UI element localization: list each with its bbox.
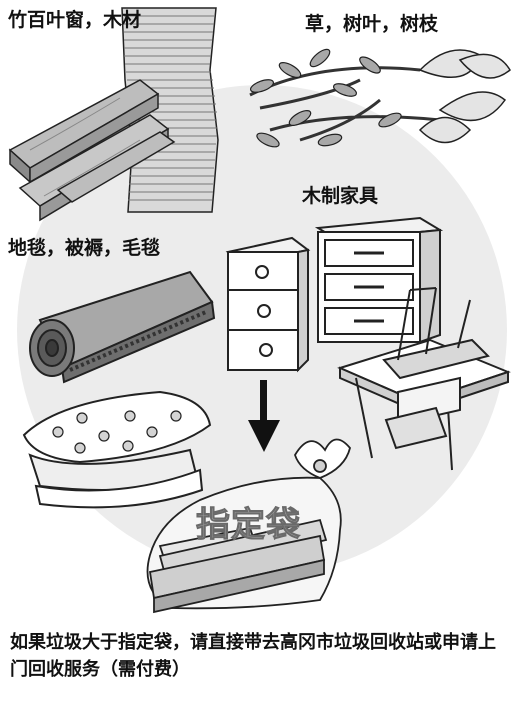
caption: 如果垃圾大于指定袋，请直接带去高冈市垃圾回收站或申请上门回收服务（需付费） <box>10 632 496 680</box>
cabinet-icon <box>314 216 444 344</box>
label-grass-branches: 草，树叶，树枝 <box>305 13 439 35</box>
wood-planks-icon <box>8 79 176 222</box>
label-bamboo-wood: 竹百叶窗，木材 <box>8 9 142 31</box>
label-wooden-furniture: 木制家具 <box>302 185 379 207</box>
bamboo-blind-icon <box>121 7 219 213</box>
desk-chair-icon <box>337 287 511 471</box>
bag-label: 指定袋 <box>196 505 301 546</box>
futon-icon <box>22 390 212 509</box>
drawer-chest-icon <box>225 236 311 373</box>
rolled-carpet-icon <box>29 270 216 384</box>
label-bedding: 地毯，被褥，毛毯 <box>8 237 161 259</box>
down-arrow-icon <box>248 380 280 452</box>
designated-bag-icon <box>146 438 351 614</box>
branches-leaves-icon <box>249 48 511 148</box>
